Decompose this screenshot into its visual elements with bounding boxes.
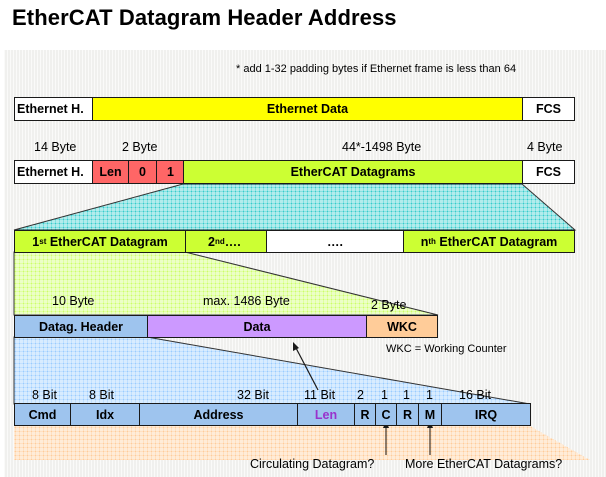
bits-irq: 16 Bit (459, 388, 491, 402)
bits-idx: 8 Bit (89, 388, 115, 402)
ellipsis-box: …. (266, 230, 404, 253)
size-datagram-data: max. 1486 Byte (203, 294, 290, 308)
expansion-fields (14, 426, 590, 460)
bits-len: 11 Bit (304, 388, 336, 402)
r2-field: R (396, 403, 419, 426)
bits-r2: 1 (403, 388, 410, 402)
bits-c: 1 (381, 388, 388, 402)
len-box: Len (92, 160, 129, 184)
ethernet-header-box-2: Ethernet H. (14, 160, 93, 184)
size-datagram-header: 10 Byte (52, 294, 95, 308)
zero-box: 0 (128, 160, 157, 184)
size-wkc: 2 Byte (371, 298, 407, 312)
datagram-data-box: Data (147, 315, 367, 338)
padding-note: * add 1-32 padding bytes if Ethernet fra… (236, 63, 517, 75)
more-datagrams-note: More EtherCAT Datagrams? (405, 457, 563, 471)
wkc-note: WKC = Working Counter (386, 343, 507, 355)
circulating-datagram-note: Circulating Datagram? (250, 457, 375, 471)
first-datagram-number: 1 (32, 234, 40, 249)
ethernet-header-box: Ethernet H. (14, 97, 93, 121)
fcs-box-2: FCS (522, 160, 575, 184)
first-datagram-label: EtherCAT Datagram (46, 234, 168, 249)
bits-r: 2 (357, 388, 364, 402)
size-ethernet-header: 14 Byte (34, 140, 77, 154)
address-field: Address (139, 403, 298, 426)
irq-field: IRQ (441, 403, 531, 426)
len-field: Len (297, 403, 355, 426)
one-box: 1 (156, 160, 184, 184)
bits-m: 1 (426, 388, 433, 402)
m-field: M (418, 403, 442, 426)
second-datagram-number: 2 (208, 234, 215, 249)
fcs-box: FCS (522, 97, 575, 121)
nth-datagram-letter: n (420, 234, 429, 249)
bits-address: 32 Bit (237, 388, 269, 402)
size-len: 2 Byte (122, 140, 158, 154)
bits-cmd: 8 Bit (32, 388, 58, 402)
cmd-field: Cmd (14, 403, 71, 426)
size-fcs: 4 Byte (527, 140, 563, 154)
expansion-datagrams (13, 183, 577, 231)
ethercat-datagrams-box: EtherCAT Datagrams (183, 160, 523, 184)
page-title: EtherCAT Datagram Header Address (12, 5, 397, 30)
datagram-header-box: Datag. Header (14, 315, 148, 338)
size-data: 44*-1498 Byte (342, 140, 422, 154)
second-datagram-label: …. (224, 234, 241, 249)
wkc-box: WKC (366, 315, 438, 338)
len-arrow-icon (293, 342, 319, 391)
nth-datagram-label: EtherCAT Datagram (435, 234, 558, 249)
c-field: C (375, 403, 397, 426)
idx-field: Idx (70, 403, 140, 426)
r-field: R (354, 403, 376, 426)
ethernet-data-box: Ethernet Data (92, 97, 523, 121)
